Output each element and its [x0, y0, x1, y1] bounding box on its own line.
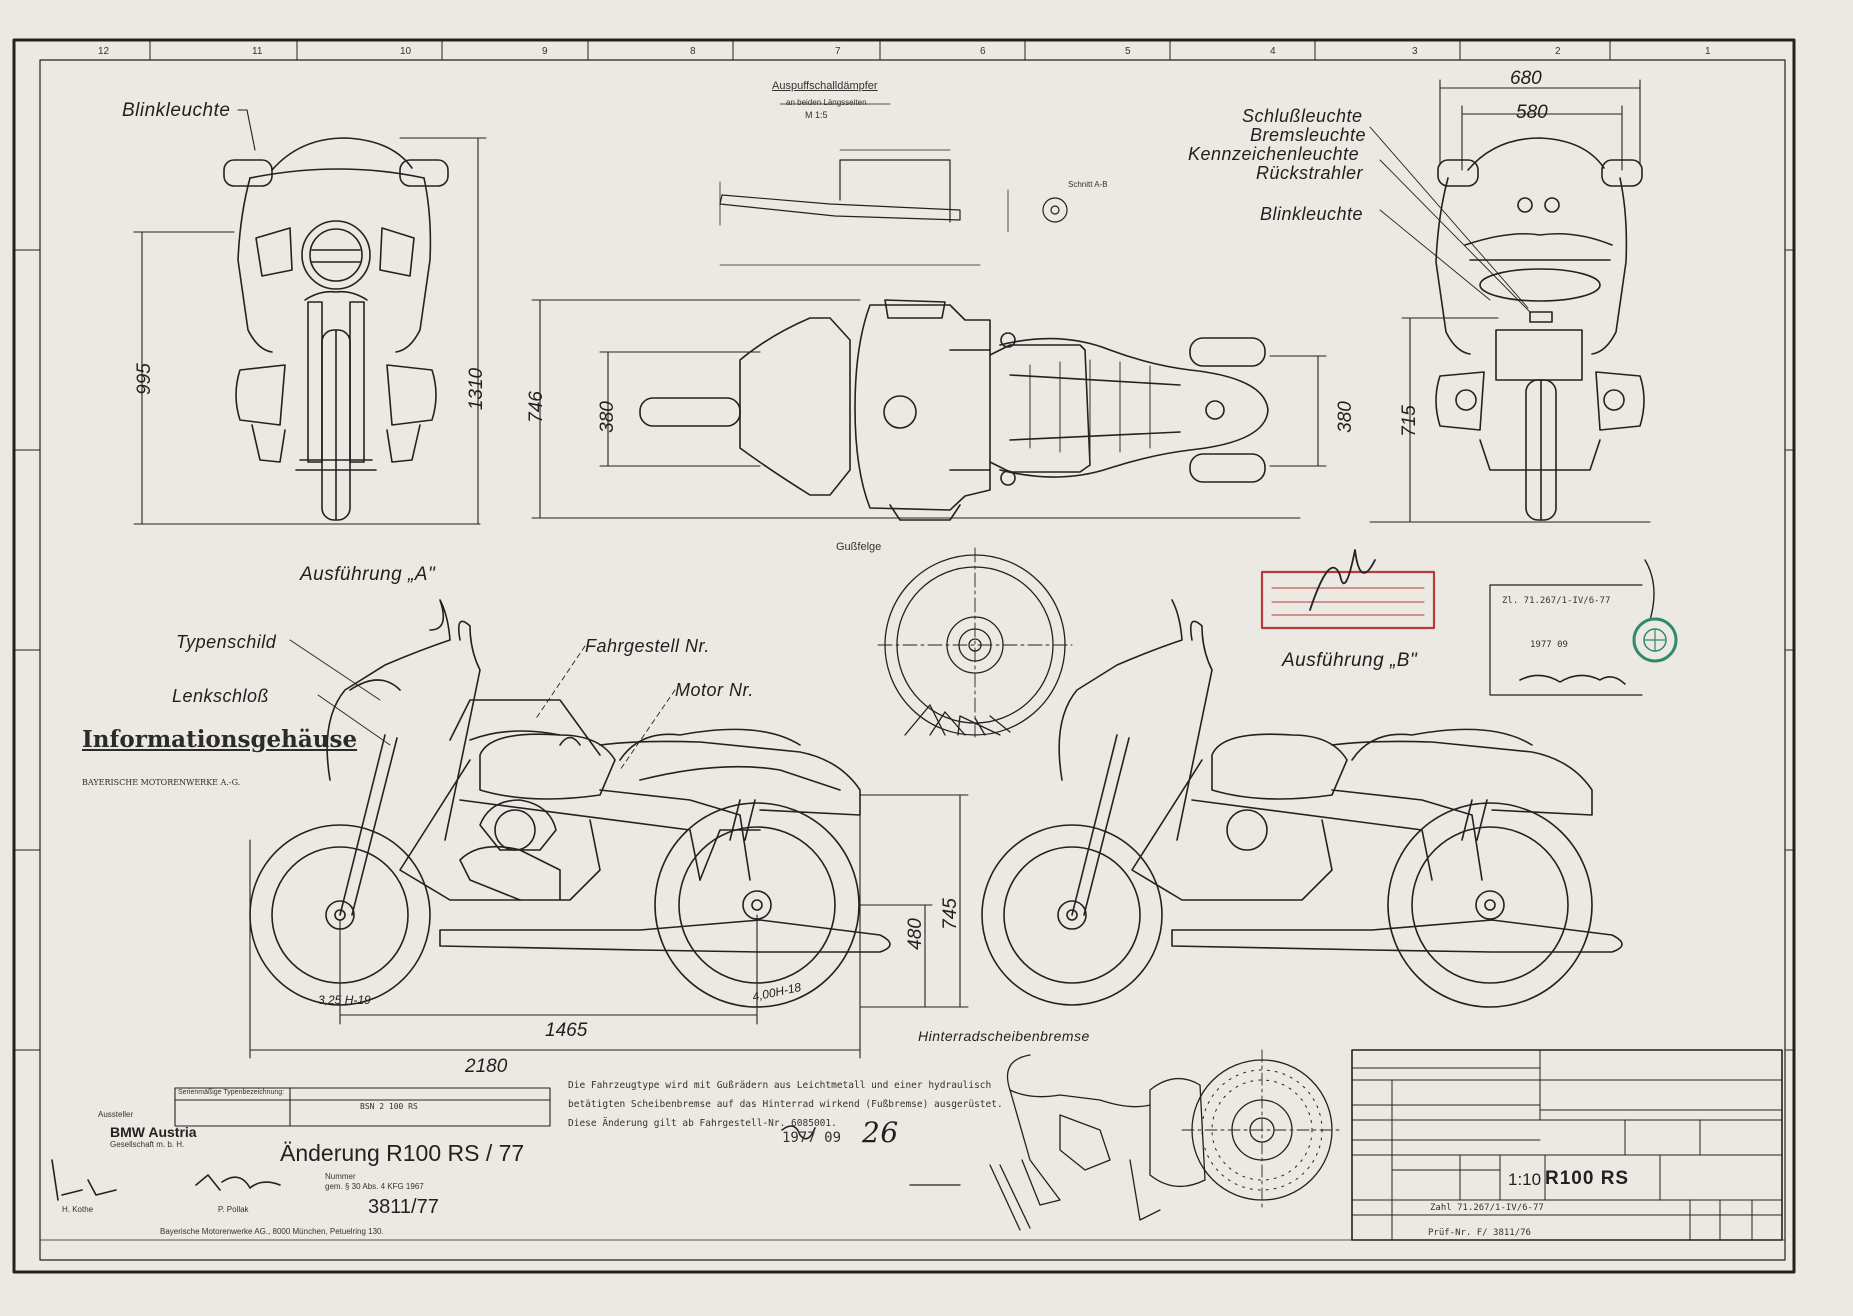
issuer-footer: Bayerische Motorenwerke AG., 8000 Münche…	[160, 1227, 384, 1236]
border-num: 5	[1125, 46, 1131, 57]
change-number: 3811/77	[368, 1196, 439, 1218]
rear-brake-detail	[909, 1049, 1343, 1231]
approval-date: 1977 09	[1530, 640, 1568, 650]
info-stamp-title: Informationsgehäuse	[82, 726, 358, 753]
dim-1310: 1310	[466, 367, 488, 411]
top-view-drawing	[639, 299, 1269, 521]
dim-380-top: 380	[596, 401, 618, 433]
dim-2180: 2180	[465, 1056, 508, 1077]
exhaust-detail	[719, 103, 1068, 266]
label-lenkschloss: Lenkschloß	[172, 686, 270, 706]
label-blinkleuchte-rear: Blinkleuchte	[1260, 204, 1364, 224]
label-hinterradscheibenbremse: Hinterradscheibenbremse	[918, 1028, 1090, 1044]
label-auspuff-scale: M 1:5	[805, 110, 828, 120]
label-auspuff-title: Auspuffschalldämpfer	[772, 80, 878, 92]
dim-715: 715	[1398, 405, 1420, 437]
tire-front: 3,25 H-19	[318, 993, 371, 1007]
border-num: 1	[1705, 46, 1711, 57]
top-view-dimensions	[531, 299, 1327, 519]
border-num: 11	[252, 46, 263, 57]
front-view-drawing	[223, 137, 449, 521]
border-num: 12	[98, 46, 110, 57]
border-num: 4	[1270, 46, 1276, 57]
dim-746: 746	[525, 391, 547, 423]
border-num: 6	[980, 46, 986, 57]
sheet-border	[12, 38, 1796, 1274]
front-view-dimensions	[133, 109, 487, 525]
dim-580: 580	[1516, 102, 1548, 123]
note-date: 1977 09	[782, 1130, 842, 1146]
label-bremsleuchte: Bremsleuchte	[1250, 125, 1367, 145]
note-handwritten: 26	[862, 1116, 899, 1149]
border-num: 7	[835, 46, 841, 57]
cast-wheel-detail	[877, 547, 1073, 741]
border-num: 9	[542, 46, 548, 57]
label-rueckstrahler: Rückstrahler	[1256, 163, 1364, 183]
label-gussfelge: Gußfelge	[836, 541, 882, 553]
label-motor-nr: Motor Nr.	[675, 680, 754, 700]
title-zahl: Zahl 71.267/1-IV/6-77	[1430, 1203, 1544, 1213]
title-model: R100 RS	[1545, 1168, 1630, 1189]
dim-1465: 1465	[545, 1020, 588, 1041]
border-num: 3	[1412, 46, 1418, 57]
signer-2: P. Pollak	[218, 1205, 249, 1214]
note-line-1: Die Fahrzeugtype wird mit Gußrädern aus …	[568, 1080, 992, 1091]
dim-995: 995	[133, 363, 155, 395]
info-stamp-company: BAYERISCHE MOTORENWERKE A.-G.	[82, 778, 241, 787]
side-view-a-drawing	[249, 599, 891, 1008]
side-view-a-dimensions	[249, 639, 969, 1059]
approval-frame	[1489, 559, 1655, 696]
rear-view-dimensions	[1369, 79, 1651, 523]
label-fahrgestell-nr: Fahrgestell Nr.	[585, 636, 710, 656]
border-num: 2	[1555, 46, 1561, 57]
label-ausfuehrung-a: Ausführung „A"	[300, 564, 436, 585]
change-title: Änderung R100 RS / 77	[280, 1140, 525, 1166]
change-nummer-label: Nummer	[325, 1172, 356, 1181]
label-schlussleuchte: Schlußleuchte	[1242, 106, 1363, 126]
signer-1: H. Kothe	[62, 1205, 94, 1214]
note-frame	[174, 1087, 551, 1127]
dim-380-rear: 380	[1334, 401, 1356, 433]
title-pruef: Prüf-Nr. F/ 3811/76	[1428, 1228, 1531, 1238]
change-law-ref: gem. § 30 Abs. 4 KFG 1967	[325, 1182, 424, 1191]
title-scale: 1:10	[1508, 1170, 1542, 1189]
rear-view-drawing	[1435, 137, 1645, 521]
type-box-value: BSN 2 100 RS	[360, 1102, 418, 1111]
label-blinkleuchte-front: Blinkleuchte	[122, 100, 231, 121]
dim-680: 680	[1510, 68, 1542, 89]
issuer-company-sub: Gesellschaft m. b. H.	[110, 1140, 185, 1149]
approval-ref: Zl. 71.267/1-IV/6-77	[1502, 596, 1611, 606]
bmw-roundel-stamp	[1632, 617, 1678, 663]
label-ausfuehrung-b: Ausführung „B"	[1282, 650, 1418, 671]
label-auspuff-sub: an beiden Längsseiten	[786, 98, 867, 107]
label-typenschild: Typenschild	[176, 632, 277, 652]
border-num: 10	[400, 46, 412, 57]
label-kennzeichenleuchte: Kennzeichenleuchte	[1188, 144, 1360, 164]
border-num: 8	[690, 46, 696, 57]
note-line-3: Diese Änderung gilt ab Fahrgestell-Nr. 6…	[568, 1118, 837, 1129]
note-line-2: betätigten Scheibenbremse auf das Hinter…	[568, 1099, 1003, 1110]
label-schnitt: Schnitt A-B	[1068, 180, 1108, 189]
side-view-b-drawing	[981, 599, 1623, 1008]
issuer-company: BMW Austria	[110, 1124, 197, 1140]
dim-480: 480	[904, 918, 926, 950]
signatures	[51, 1125, 816, 1201]
dim-745: 745	[939, 898, 961, 930]
title-block-grid	[1351, 1049, 1783, 1241]
issuer-label: Aussteller	[98, 1110, 134, 1119]
type-box-label: Serienmäßige Typenbezeichnung:	[178, 1089, 285, 1096]
red-approval-stamp	[1260, 549, 1436, 630]
